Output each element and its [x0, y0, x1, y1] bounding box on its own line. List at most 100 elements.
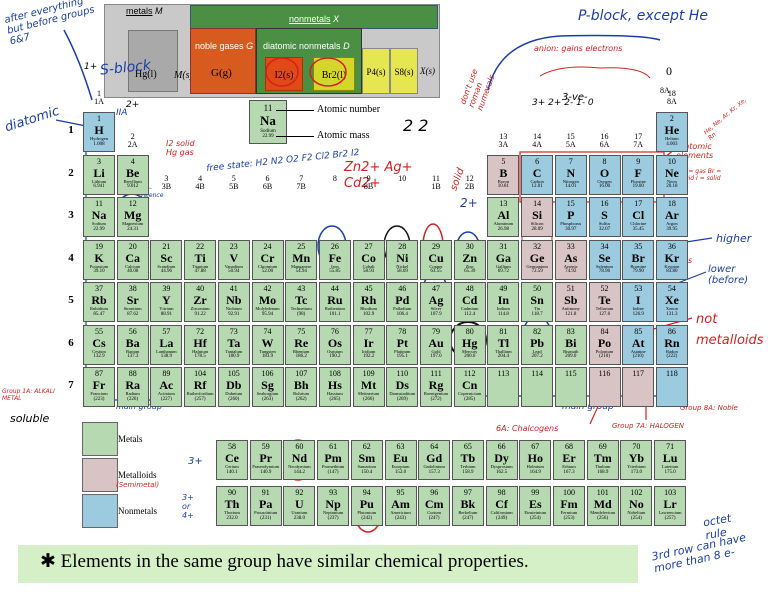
group-cas-label: 3A — [498, 139, 509, 149]
element-name: Berkelium — [458, 510, 478, 515]
key-name: Sodium — [260, 129, 276, 134]
period-label-3: 3 — [68, 209, 74, 221]
note-anion: anion: gains electrons — [534, 44, 623, 53]
atomic-number: 43 — [297, 284, 306, 293]
nonmetals-header: nonmetals X — [190, 5, 438, 29]
atomic-number: 52 — [600, 284, 609, 293]
legend-nonmetals-label: Nonmetals — [118, 506, 157, 516]
atomic-number: 58 — [228, 442, 236, 451]
element-name: Nobelium — [627, 510, 646, 515]
element-name: Bohrium — [293, 391, 310, 396]
element-name: Mercury — [461, 348, 478, 354]
atomic-mass: 58.93 — [362, 269, 375, 274]
atomic-mass: 178.5 — [194, 354, 206, 359]
atomic-mass: (260) — [228, 396, 240, 402]
element-name: Cobalt — [362, 263, 375, 269]
diatomic-box: diatomic nonmetals D I2(s) Br2(l) — [256, 28, 362, 94]
element-name: Osmium — [327, 348, 343, 354]
period-label-4: 4 — [68, 251, 74, 264]
atomic-mass: 127.6 — [598, 311, 611, 317]
element-symbol: Os — [327, 335, 342, 350]
atomic-mass: (262) — [295, 396, 307, 402]
atomic-number: 118 — [666, 369, 678, 378]
note-two-a: IIA — [116, 108, 128, 118]
element-symbol: Pa — [259, 497, 273, 511]
atomic-number: 14 — [533, 199, 542, 208]
element-symbol: Pd — [395, 293, 410, 307]
atomic-number: 2 — [669, 114, 674, 123]
atomic-number: 21 — [162, 241, 171, 251]
element-symbol: Ne — [664, 165, 679, 180]
element-symbol: Lr — [663, 497, 677, 511]
atomic-mass: 4.003 — [666, 141, 678, 147]
group-number: 2 — [130, 131, 135, 141]
element-symbol: P — [567, 208, 575, 222]
element-name: Oxygen — [597, 178, 612, 184]
element-name: Rubidium — [89, 306, 108, 311]
element-name: Gallium — [496, 263, 511, 269]
element-symbol: Fm — [560, 497, 578, 511]
element-symbol: La — [159, 335, 174, 350]
atomic-number: 9 — [636, 156, 641, 166]
note-higher: higher — [716, 232, 752, 245]
element-symbol: Pb — [530, 335, 545, 350]
key-line-number — [276, 110, 314, 111]
element-symbol: Se — [598, 250, 611, 265]
atomic-number: 44 — [330, 284, 339, 293]
atomic-number: 89 — [162, 369, 171, 378]
atomic-mass: (147) — [327, 469, 339, 475]
atomic-number: 106 — [261, 369, 274, 378]
period-label-7: 7 — [68, 379, 74, 391]
element-symbol: Si — [532, 208, 543, 222]
note-group8a: Group 8A: Noble — [680, 404, 738, 412]
element-name: Platinum — [394, 348, 411, 354]
element-name: Lithium — [91, 178, 107, 184]
element-symbol: Bk — [460, 497, 476, 511]
atomic-number: 37 — [95, 284, 103, 293]
element-name: Neptunium — [322, 510, 344, 515]
atomic-number: 90 — [228, 488, 236, 497]
atomic-number: 80 — [465, 326, 474, 336]
element-symbol: Na — [91, 208, 107, 222]
element-name: Curium — [427, 510, 442, 515]
group-number: 9 — [366, 174, 371, 183]
atomic-number: 65 — [463, 442, 472, 451]
atomic-number: 5 — [501, 156, 506, 166]
atomic-mass: 144.2 — [293, 469, 306, 475]
footer-banner — [18, 545, 638, 583]
atomic-number: 91 — [261, 488, 270, 497]
atomic-number: 68 — [565, 442, 573, 451]
element-name: Sodium — [91, 221, 106, 226]
atomic-mass: 157.3 — [428, 469, 440, 475]
atomic-mass: 50.94 — [228, 269, 240, 274]
element-name: Terbium — [460, 464, 476, 469]
atomic-mass: 35.45 — [632, 226, 644, 232]
element-symbol: S — [601, 208, 608, 222]
element-symbol: Xe — [664, 293, 679, 307]
note-diatomic-elements: Diatomic elements — [676, 142, 714, 160]
note-three-plus: 3+ — [188, 456, 203, 467]
atomic-mass: 63.55 — [430, 269, 442, 274]
